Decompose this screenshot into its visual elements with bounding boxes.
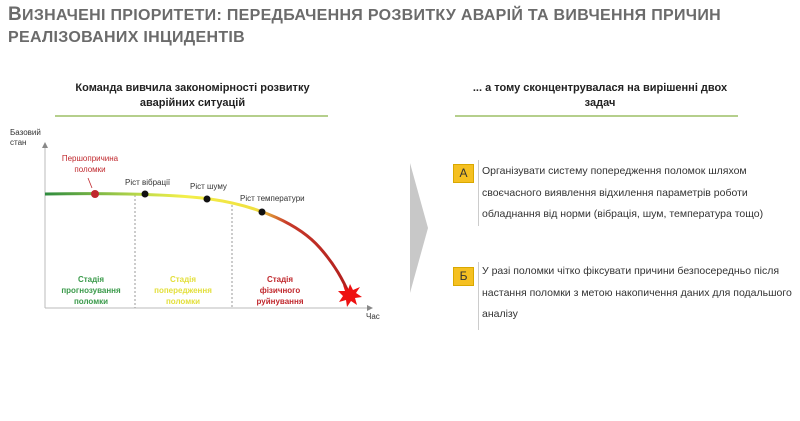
chevron-arrow-icon (410, 163, 428, 293)
point-noise (203, 195, 211, 203)
divider (55, 115, 328, 117)
badge-a: А (453, 164, 474, 183)
task-a-text: Організувати систему попередження поломо… (482, 165, 764, 220)
label-noise: Ріст шуму (190, 182, 227, 191)
x-axis-label: Час (366, 312, 380, 321)
stage-destruction: Стадія фізичного руйнування (256, 275, 304, 306)
stage-prediction: Стадія прогнозування поломки (61, 275, 121, 306)
label-temperature: Ріст температури (240, 194, 305, 203)
pointer-arrow (87, 177, 93, 189)
label-vibration: Ріст вібрації (125, 178, 171, 187)
page-title: ВИЗНАЧЕНІ ПРІОРИТЕТИ: ПЕРЕДБАЧЕННЯ РОЗВИ… (8, 4, 721, 46)
label-root-cause: Першопричина поломки (61, 154, 119, 174)
badge-b: Б (453, 267, 474, 286)
task-b-text: У разі поломки чітко фіксувати причини б… (482, 265, 792, 320)
failure-curve-chart (42, 142, 373, 311)
degradation-curve (44, 192, 352, 297)
divider (478, 262, 479, 330)
left-header: Команда вивчила закономірності розвитку … (75, 82, 310, 109)
point-temperature (258, 208, 266, 216)
divider (478, 160, 479, 226)
explosion-icon (338, 284, 362, 307)
divider (455, 115, 738, 117)
point-vibration (141, 190, 149, 198)
point-root-cause (91, 190, 99, 198)
stage-prevention: Стадія попередження поломки (154, 275, 212, 306)
right-header: ... а тому сконцентрувалася на вирішенні… (472, 82, 728, 109)
y-axis-label: Базовий стан (10, 128, 41, 147)
